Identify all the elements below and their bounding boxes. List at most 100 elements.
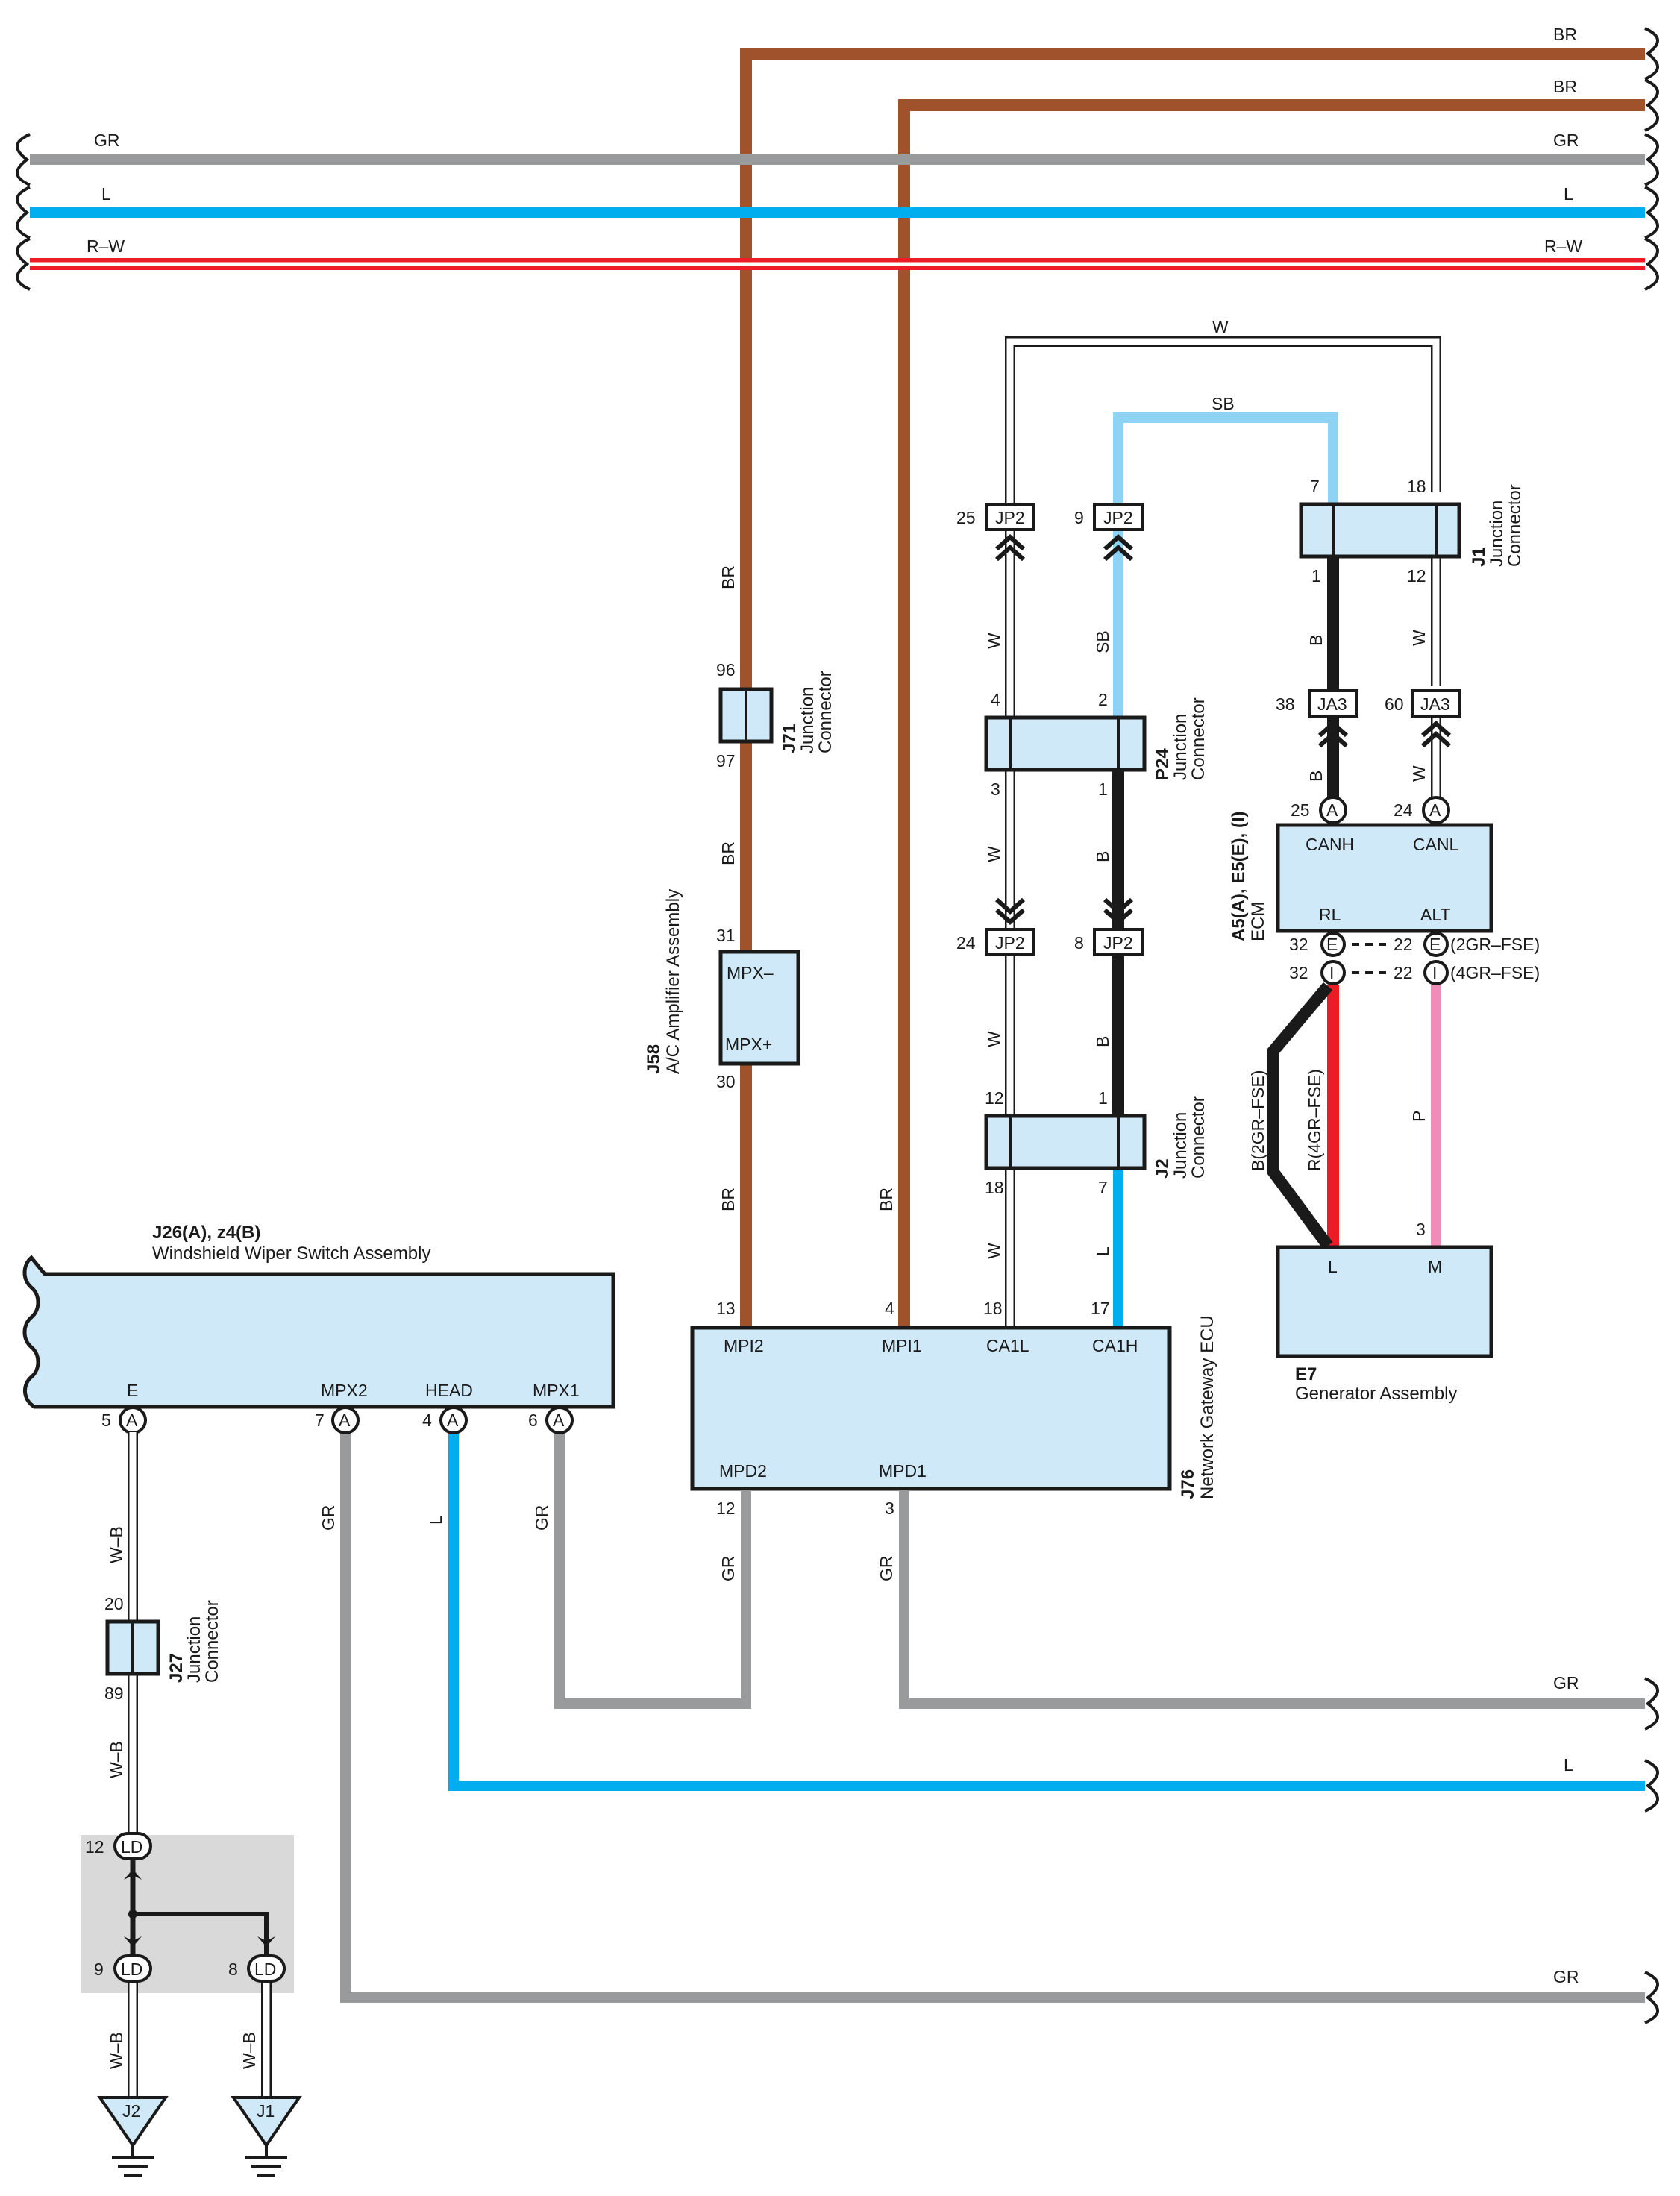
j76-network-gateway-ecu: 13 4 18 17 MPI2 MPI1 CA1L CA1H MPD2 MPD1… [690, 1299, 1217, 1518]
pin-label-m: M [1428, 1257, 1442, 1276]
svg-text:A: A [1326, 800, 1338, 820]
pin-label-head: HEAD [425, 1381, 473, 1400]
wire-br-second [898, 99, 1645, 1326]
ecm-body [1276, 823, 1493, 933]
j26-ref: J26(A), z4(B) [152, 1223, 260, 1243]
j27-junction-connector: 20 89 J27 Junction Connector [104, 1594, 222, 1703]
j58-body [718, 950, 800, 1066]
break-mark-left-l [16, 186, 31, 239]
svg-text:J2: J2 [122, 2101, 140, 2121]
svg-text:LD: LD [121, 1837, 142, 1857]
svg-text:Junction: Junction [1170, 1112, 1191, 1179]
pin-number: 18 [983, 1299, 1003, 1318]
pin-number: 9 [1074, 508, 1084, 527]
j71-ref: J71 [780, 724, 800, 753]
pin-number: 1 [1311, 566, 1321, 586]
pin-number: 12 [985, 1088, 1004, 1108]
svg-text:Junction: Junction [1170, 714, 1191, 780]
wire-l-head [448, 1431, 1645, 1791]
j1-junction-connector: 7 18 1 12 J1 Junction Connector [1299, 477, 1525, 586]
wire-b-2gr [1267, 982, 1333, 1249]
jp2-label: JP2 [1103, 508, 1133, 527]
wire-wb-ground: W–B W–B W–B W–B [107, 1432, 272, 2096]
pin-label-alt: ALT [1420, 905, 1450, 924]
pin-number: 1 [1098, 1088, 1108, 1108]
wire-gr-mpx1-mpd2 [554, 1431, 751, 1709]
wire-label-br: BR [877, 1188, 896, 1211]
connector-circle [1320, 960, 1346, 985]
connector-circle [1319, 796, 1347, 824]
svg-text:Junction: Junction [1487, 501, 1507, 567]
j1-body [1299, 502, 1461, 559]
wire-gr-mpd1 [899, 1490, 1645, 1709]
wire-gr-mpx2 [340, 1431, 1645, 2003]
pin-number: 13 [716, 1299, 736, 1318]
pin-number: 17 [1091, 1299, 1110, 1318]
wire-label-gr: GR [1553, 1673, 1579, 1693]
wire-label-b: B [1306, 771, 1326, 782]
jp2-connector-tags: JP2 25 JP2 9 JP2 24 JP2 8 [956, 503, 1144, 956]
wire-label-l: L [1093, 1246, 1112, 1256]
wire-label-b: B [1306, 635, 1326, 646]
ja3-label: JA3 [1317, 694, 1347, 714]
ground-j2: J2 [97, 2096, 169, 2177]
wire-label-wb: W–B [239, 2032, 259, 2069]
wire-label-sb: SB [1093, 630, 1112, 653]
connector-circle [1423, 932, 1449, 957]
wire-label-l: L [1564, 1755, 1573, 1775]
wire-label-gr: GR [877, 1556, 896, 1582]
pin-number: 24 [1394, 800, 1413, 820]
wire-w-loop: W [1005, 317, 1441, 1322]
j2-junction-connector: 12 1 18 7 J2 Junction Connector [984, 1088, 1209, 1197]
wire-label-wb: W–B [107, 1741, 126, 1778]
wire-label-wb: W–B [107, 2032, 126, 2069]
wire-label-w: W [1409, 630, 1429, 646]
wire-label-p: P [1409, 1111, 1429, 1122]
wire-label-l: L [1564, 184, 1573, 204]
svg-text:A: A [126, 1411, 138, 1430]
pin-label-mpd2: MPD2 [719, 1461, 767, 1481]
pin-number: 7 [1098, 1178, 1108, 1197]
ja3-label: JA3 [1420, 694, 1450, 714]
svg-text:I: I [1329, 963, 1334, 982]
wire-label-wb: W–B [107, 1526, 126, 1563]
chevron-up-icon [995, 533, 1025, 562]
pin-label-rl: RL [1319, 905, 1341, 924]
wire-label-w: W [1212, 317, 1229, 336]
break-mark-left-gr [16, 133, 31, 186]
wire-label-br: BR [718, 841, 738, 865]
break-mark-right-l [1644, 186, 1659, 239]
svg-text:A: A [1429, 800, 1441, 820]
chevron-down-icon [995, 897, 1025, 926]
pin-label-l: L [1328, 1257, 1338, 1276]
e7-ref: E7 [1295, 1364, 1317, 1384]
wire-br-top [740, 48, 1645, 1326]
pin-label-ca1l: CA1L [986, 1336, 1029, 1355]
svg-text:Connector: Connector [815, 671, 836, 753]
ja3-connector-tags: JA3 38 JA3 60 [1276, 689, 1461, 748]
j27-ref: J27 [166, 1653, 187, 1683]
ground-icon [112, 2145, 154, 2177]
pin-label-mpi1: MPI1 [882, 1336, 922, 1355]
wire-label-br: BR [718, 1188, 738, 1211]
pin-number: 4 [422, 1411, 432, 1430]
wire-label-w: W [984, 1243, 1003, 1259]
pin-number: 22 [1394, 963, 1413, 982]
ld-connector [247, 1954, 286, 1983]
svg-text:Connector: Connector [1505, 484, 1525, 567]
pin-number: 6 [528, 1411, 538, 1430]
connector-circle [1320, 932, 1346, 957]
pin-number: 5 [101, 1411, 111, 1430]
wire-label-b: B [1093, 851, 1112, 862]
pin-number: 22 [1394, 935, 1413, 954]
wire-label-w: W [984, 846, 1003, 862]
ground-triangle [231, 2096, 302, 2148]
break-mark-right-br2 [1644, 78, 1659, 132]
ld-connector [113, 1832, 152, 1860]
pin-number: 7 [315, 1411, 325, 1430]
pin-number: 7 [1310, 477, 1320, 496]
ecm-block: A A 25 24 CANH CANL RL ALT A5(A), E5(E),… [1229, 796, 1540, 985]
wire-label-gr: GR [319, 1505, 338, 1531]
ld-connector [113, 1954, 152, 1983]
svg-text:Junction: Junction [797, 687, 818, 753]
